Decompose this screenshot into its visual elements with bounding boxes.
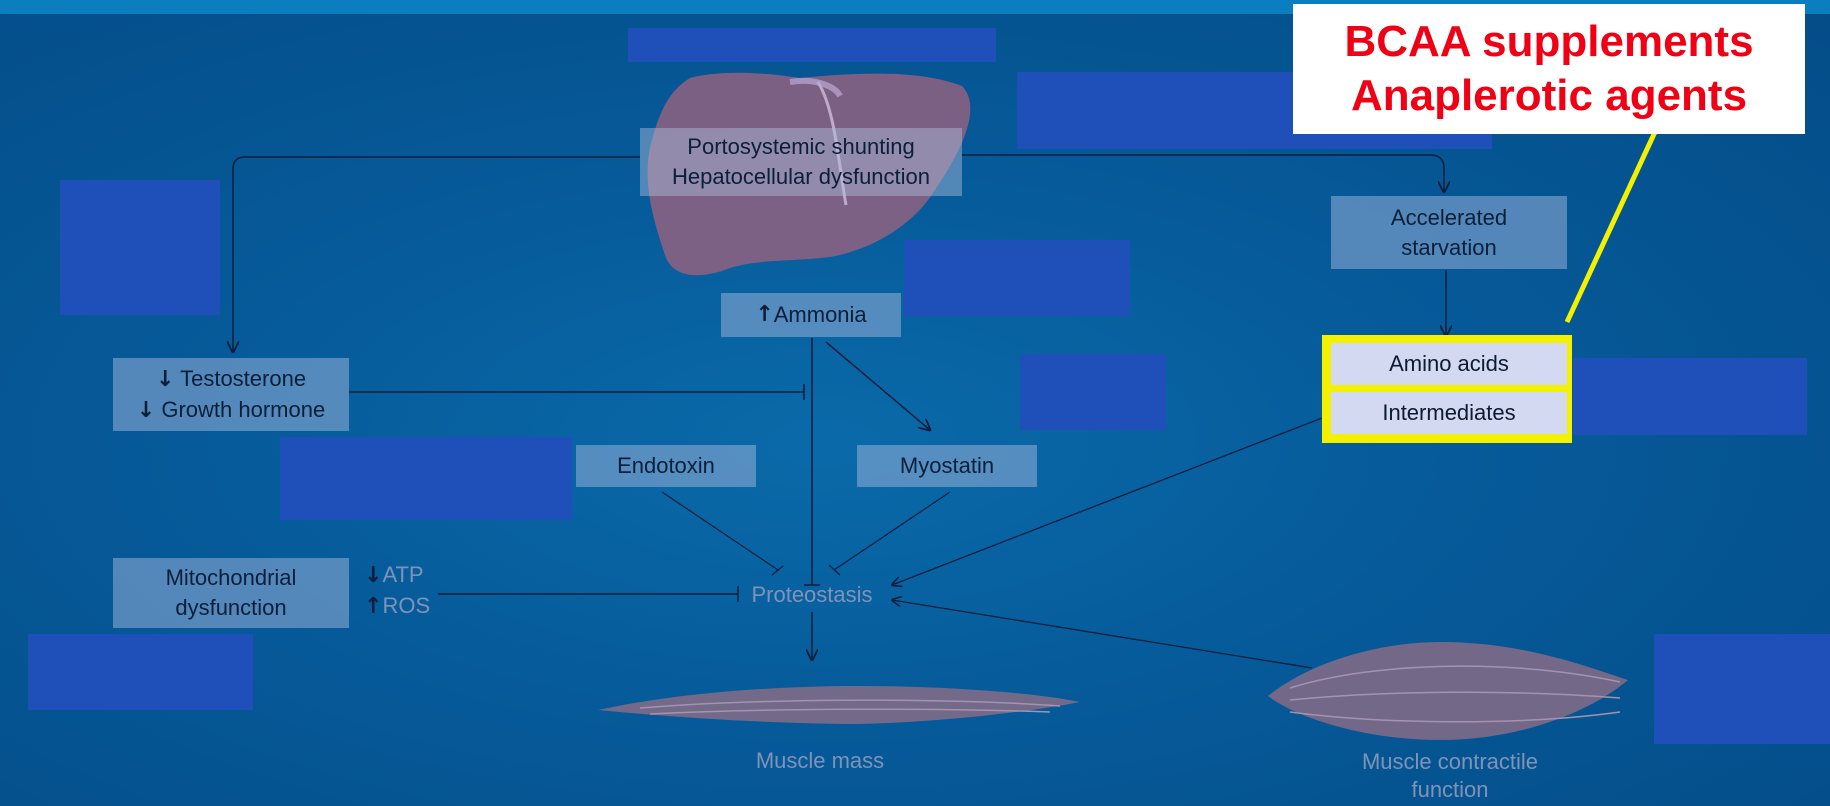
muscle-contractile-label: Muscle contractile function (1330, 748, 1570, 804)
atp-label: ATP (382, 562, 423, 587)
intermediates-box: Intermediates (1331, 392, 1567, 434)
down-arrow-icon: ↓ (156, 367, 174, 392)
muscle-contractile-line1: Muscle contractile (1330, 748, 1570, 776)
growth-hormone-label: Growth hormone (161, 397, 325, 422)
starvation-box: Accelerated starvation (1331, 196, 1567, 269)
amino-acids-box: Amino acids (1331, 343, 1567, 385)
starvation-line2: starvation (1401, 233, 1496, 263)
endotoxin-label: Endotoxin (617, 451, 715, 481)
liver-line2: Hepatocellular dysfunction (672, 162, 930, 192)
myostatin-box: Myostatin (857, 445, 1037, 487)
treatment-callout: BCAA supplements Anaplerotic agents (1293, 4, 1805, 134)
muscle-contractile-image (1268, 642, 1628, 740)
callout-line2: Anaplerotic agents (1293, 69, 1805, 123)
endotoxin-box: Endotoxin (576, 445, 756, 487)
muscle-mass-image (598, 686, 1080, 724)
ros-label: ROS (382, 593, 430, 618)
myostatin-label: Myostatin (900, 451, 994, 481)
proteostasis-label: Proteostasis (742, 582, 882, 608)
amino-acids-label: Amino acids (1389, 351, 1509, 377)
hormones-box: ↓ Testosterone ↓ Growth hormone (113, 358, 349, 431)
intermediates-label: Intermediates (1382, 400, 1515, 426)
callout-line1: BCAA supplements (1293, 15, 1805, 69)
down-arrow-icon: ↓ (137, 398, 155, 423)
muscle-contractile-line2: function (1330, 776, 1570, 804)
up-arrow-icon: ↑ (364, 594, 382, 619)
liver-line1: Portosystemic shunting (687, 132, 914, 162)
testosterone-label: Testosterone (180, 366, 306, 391)
atp-ros-label: ↓ATP ↑ROS (364, 560, 430, 622)
ammonia-box: ↑ Ammonia (721, 293, 901, 337)
mito-box: Mitochondrial dysfunction (113, 558, 349, 628)
mito-line1: Mitochondrial (166, 563, 297, 593)
ammonia-label: Ammonia (774, 300, 867, 330)
down-arrow-icon: ↓ (364, 563, 382, 588)
mito-line2: dysfunction (175, 593, 286, 623)
starvation-line1: Accelerated (1391, 203, 1507, 233)
liver-label: Portosystemic shunting Hepatocellular dy… (640, 128, 962, 196)
muscle-mass-label: Muscle mass (740, 748, 900, 774)
up-arrow-icon: ↑ (755, 300, 773, 330)
